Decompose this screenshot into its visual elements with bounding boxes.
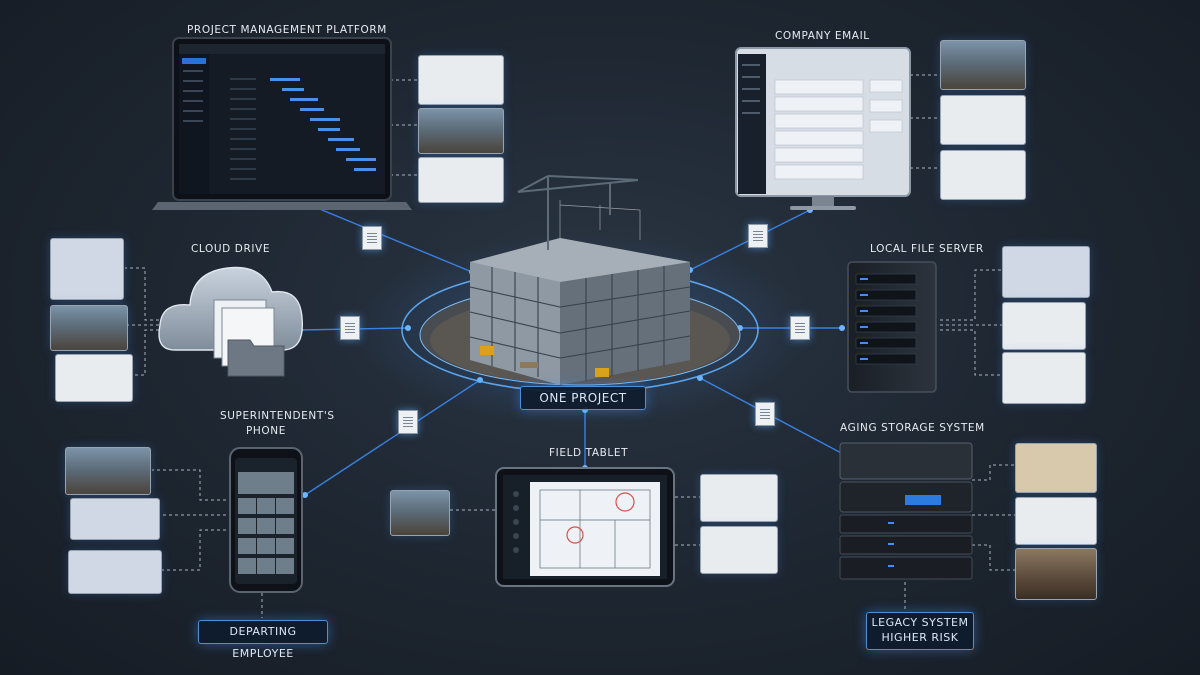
tablet-label: FIELD TABLET: [549, 447, 629, 459]
monitor-icon: [735, 47, 911, 210]
cloud-label: CLOUD DRIVE: [191, 243, 271, 255]
laptop-icon: [152, 37, 412, 210]
document-card: [940, 95, 1026, 145]
legacy-risk-line2: HIGHER RISK: [881, 631, 959, 644]
site-photo-card: [50, 305, 128, 351]
folder-list-card: [1002, 246, 1090, 298]
site-photo-card: [418, 108, 504, 154]
file-icon: [362, 226, 382, 250]
message-card: [68, 550, 162, 594]
phone-label-line1: SUPERINTENDENT'S: [220, 410, 335, 422]
departing-employee-tag: DEPARTING EMPLOYEE: [198, 620, 328, 660]
folder-list-card: [50, 238, 124, 300]
spreadsheet-card: [1015, 497, 1097, 545]
legacy-risk-tag: LEGACY SYSTEM HIGHER RISK: [866, 612, 974, 650]
spreadsheet-card: [418, 157, 504, 203]
spreadsheet-card: [55, 354, 133, 402]
building-illustration: [469, 175, 691, 385]
site-photo-card: [390, 490, 450, 536]
blueprint-card: [418, 55, 504, 105]
tablet-icon: [495, 467, 675, 587]
storage-rack-icon: [839, 442, 973, 580]
image-file-icon: [398, 410, 418, 434]
spreadsheet-card: [1002, 352, 1086, 404]
file-server-label: LOCAL FILE SERVER: [870, 243, 984, 255]
file-icon: [790, 316, 810, 340]
blueprint-card: [1002, 302, 1086, 350]
storage-label: AGING STORAGE SYSTEM: [840, 422, 985, 434]
file-icon: [340, 316, 360, 340]
email-label: COMPANY EMAIL: [775, 30, 870, 42]
dashed-connectors: [125, 74, 1015, 618]
blueprint-card: [700, 474, 778, 522]
aged-blueprint-card: [1015, 443, 1097, 493]
file-icon: [748, 224, 768, 248]
site-photo-card: [940, 40, 1026, 90]
blueprint-card: [940, 150, 1026, 200]
site-photo-card: [1015, 548, 1097, 600]
site-photo-card: [65, 447, 151, 495]
smartphone-icon: [229, 447, 303, 593]
one-project-tag: ONE PROJECT: [520, 386, 646, 410]
message-card: [70, 498, 160, 540]
document-card: [700, 526, 778, 574]
server-icon: [847, 261, 937, 393]
cloud-icon: [158, 266, 304, 377]
legacy-risk-line1: LEGACY SYSTEM: [871, 616, 969, 629]
pm-platform-label: PROJECT MANAGEMENT PLATFORM: [187, 24, 387, 36]
file-icon: [755, 402, 775, 426]
phone-label-line2: PHONE: [246, 425, 286, 437]
